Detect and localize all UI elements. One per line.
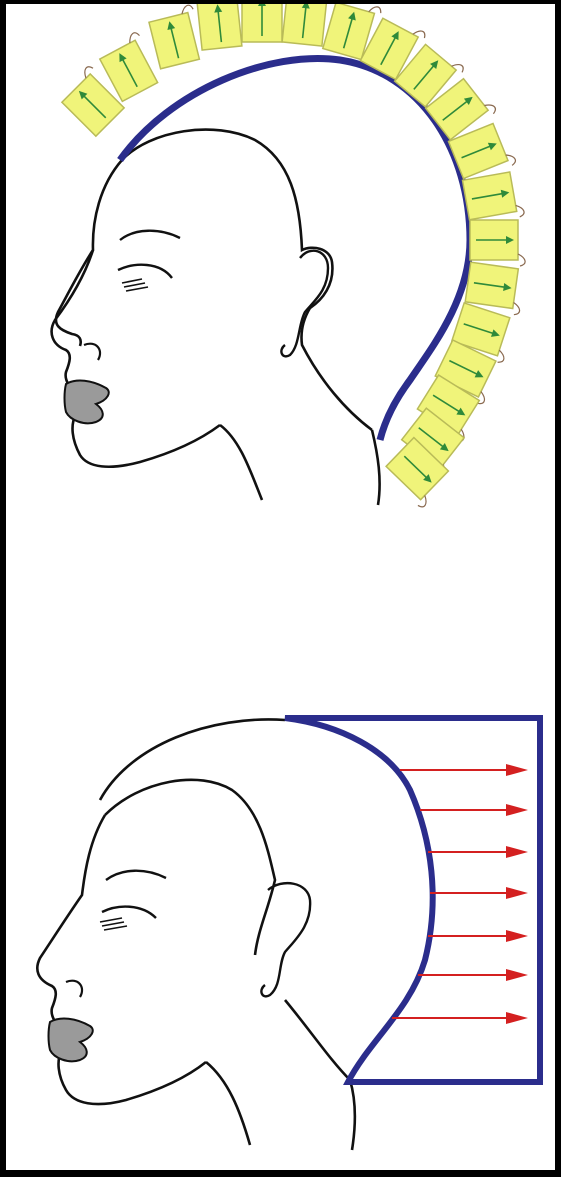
nostril-top xyxy=(84,344,100,360)
jaw-line-bottom xyxy=(206,1062,250,1145)
section-arrow-head xyxy=(258,4,266,6)
hair-section xyxy=(463,171,525,226)
projection-arrow-head xyxy=(506,887,528,899)
nostril-bottom xyxy=(66,981,82,997)
ear-top xyxy=(281,251,328,357)
projection-arrow-head xyxy=(506,1012,528,1024)
projection-arrow-head xyxy=(506,804,528,816)
diagram-canvas xyxy=(6,4,555,1170)
head-outline-top xyxy=(122,130,372,430)
hair-section xyxy=(147,4,205,69)
lips-top xyxy=(65,381,109,424)
neck-back-top xyxy=(372,430,380,505)
skull-outline-bottom xyxy=(100,719,285,800)
projection-arrow-head xyxy=(506,969,528,981)
hairline-bottom xyxy=(105,780,275,955)
hair-section xyxy=(242,4,288,42)
eye-top xyxy=(118,265,172,278)
forehead-line-top xyxy=(56,160,122,346)
projection-arrow-head xyxy=(506,930,528,942)
projection-outline xyxy=(285,718,540,1082)
jaw-line-top xyxy=(220,425,262,500)
lips-bottom xyxy=(49,1019,93,1062)
guideline-top xyxy=(120,58,470,440)
eyelashes-bottom xyxy=(100,918,127,930)
hair-sections xyxy=(57,4,525,509)
diagram-radial-sectioning xyxy=(52,4,526,509)
eyebrow-bottom xyxy=(106,871,166,880)
eyelashes-top xyxy=(122,279,148,291)
neck-back-bottom xyxy=(285,1000,355,1150)
hair-section xyxy=(196,4,248,50)
eyebrow-top xyxy=(120,231,180,240)
projection-arrow-head xyxy=(506,764,528,776)
head-diagrams-svg xyxy=(6,4,555,1170)
hair-tip xyxy=(518,254,525,266)
projection-arrow-head xyxy=(506,846,528,858)
face-profile-top xyxy=(52,250,220,467)
hair-section xyxy=(470,220,525,266)
eye-bottom xyxy=(102,907,156,918)
diagram-parallel-projection xyxy=(37,718,540,1150)
